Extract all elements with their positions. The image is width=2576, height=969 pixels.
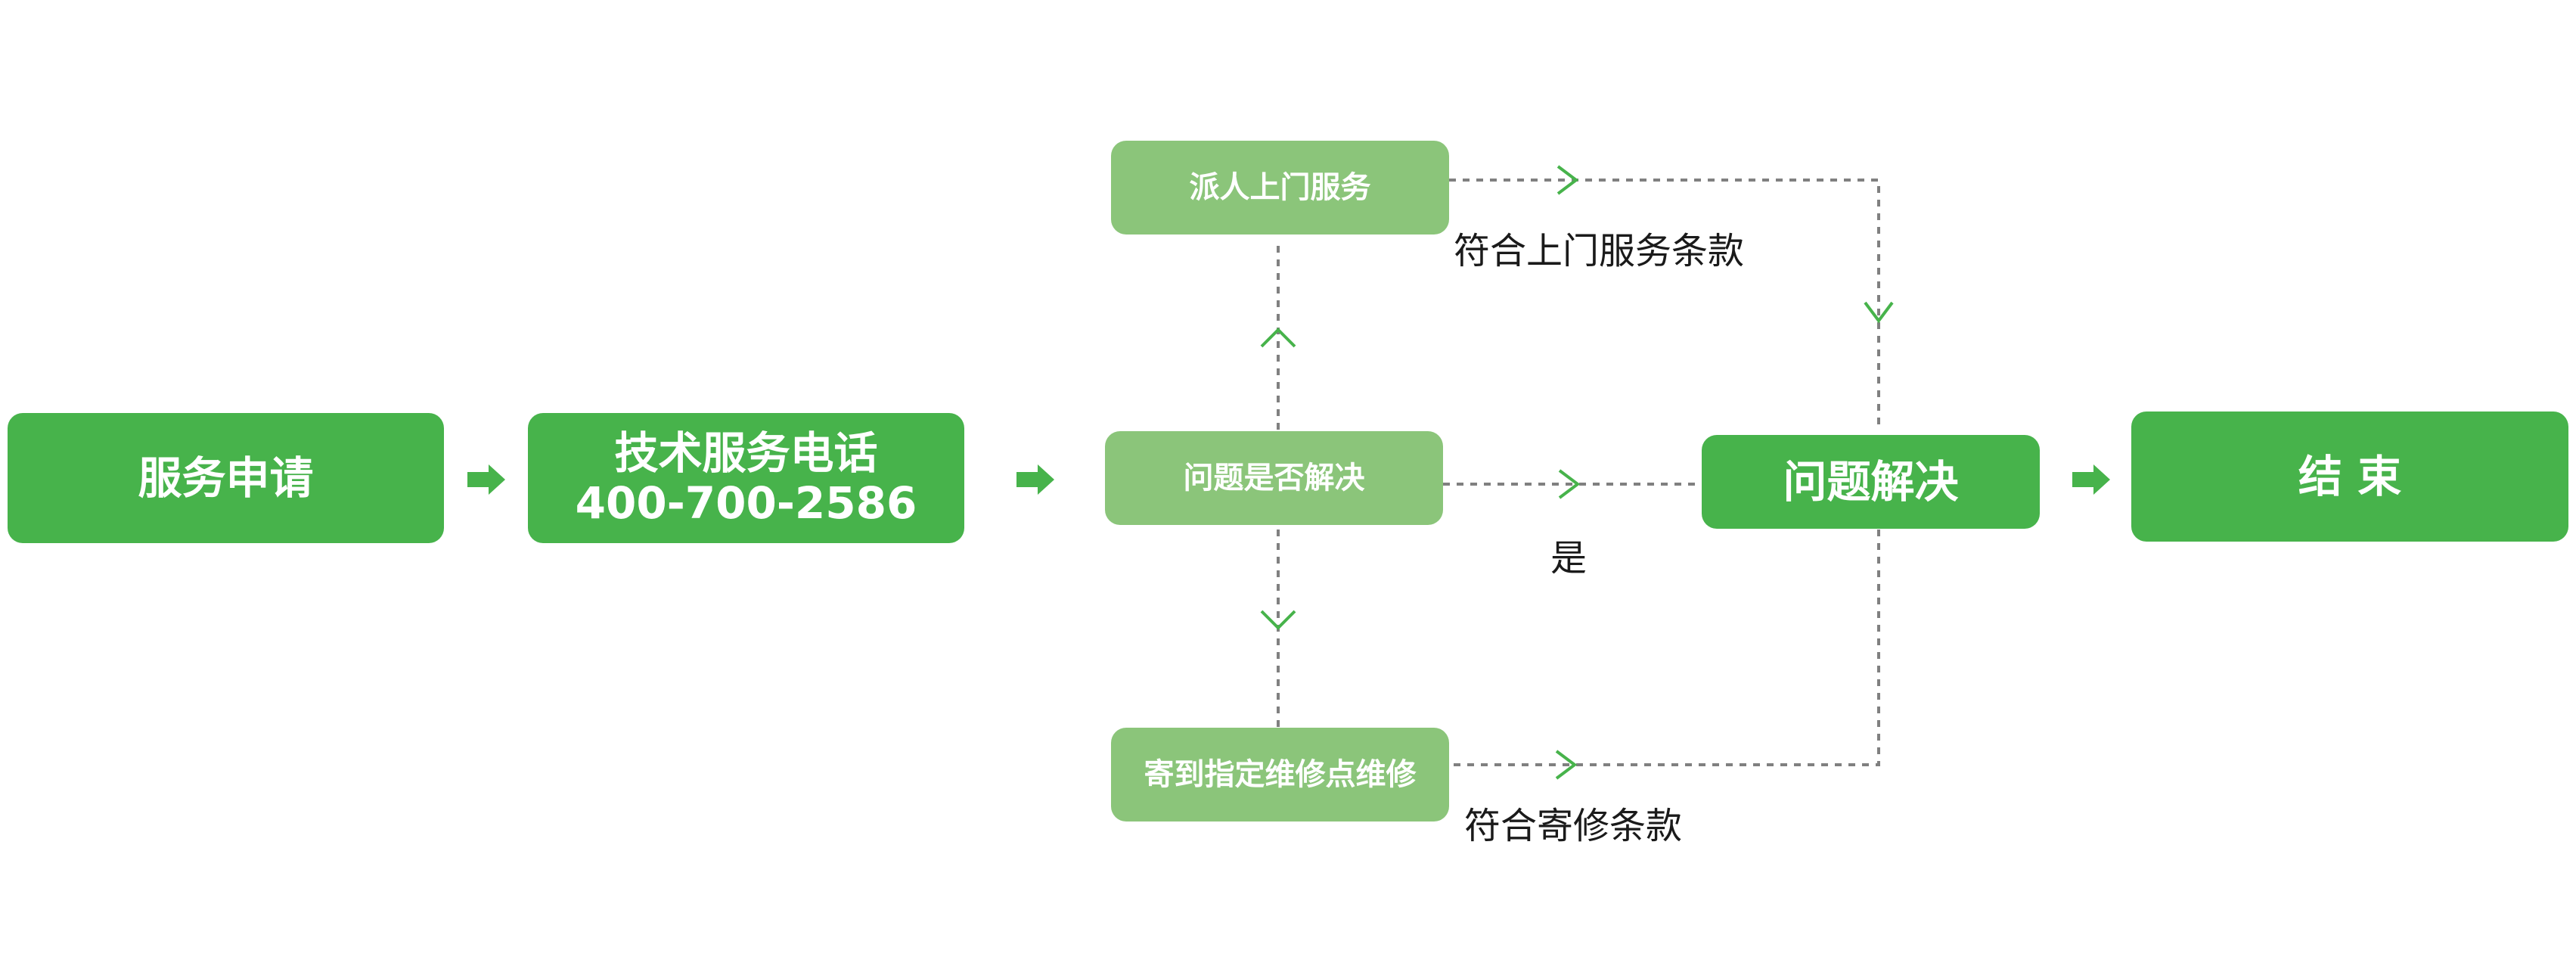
edge-onsite-to-solved bbox=[1449, 179, 1880, 431]
arrow-right-icon bbox=[1556, 165, 1579, 195]
edge-mail-to-solved bbox=[1454, 528, 1880, 766]
node-onsite-service-label: 派人上门服务 bbox=[1189, 170, 1371, 205]
arrow-right-icon bbox=[1558, 469, 1581, 499]
block-arrow-right-icon bbox=[467, 464, 505, 495]
arrow-right-icon bbox=[1555, 750, 1578, 780]
node-tech-service-phone-label: 技术服务电话 bbox=[614, 427, 878, 479]
node-service-request: 服务申请 bbox=[8, 413, 444, 543]
node-onsite-service: 派人上门服务 bbox=[1111, 141, 1449, 234]
node-mail-repair-label: 寄到指定维修点维修 bbox=[1144, 757, 1417, 792]
arrow-down-icon bbox=[1864, 301, 1894, 324]
edge-label-mail-terms: 符合寄修条款 bbox=[1464, 805, 1683, 847]
node-end-label: 结 束 bbox=[2298, 451, 2402, 502]
phone-number: 400-700-2586 bbox=[575, 477, 917, 529]
node-service-request-label: 服务申请 bbox=[138, 452, 314, 504]
node-tech-service-phone: 技术服务电话 400-700-2586 bbox=[528, 413, 964, 543]
node-problem-solved: 问题解决 bbox=[1702, 435, 2040, 529]
node-end: 结 束 bbox=[2131, 412, 2568, 542]
node-problem-solved-label: 问题解决 bbox=[1783, 456, 1959, 508]
node-mail-repair: 寄到指定维修点维修 bbox=[1111, 728, 1449, 821]
block-arrow-right-icon bbox=[1016, 464, 1054, 495]
block-arrow-right-icon bbox=[2072, 464, 2110, 495]
arrow-up-icon bbox=[1260, 328, 1296, 348]
edge-label-onsite-terms: 符合上门服务条款 bbox=[1454, 230, 1745, 272]
node-problem-check: 问题是否解决 bbox=[1105, 431, 1443, 525]
arrow-down-icon bbox=[1260, 610, 1296, 630]
edge-label-yes: 是 bbox=[1550, 537, 1587, 579]
node-problem-check-label: 问题是否解决 bbox=[1183, 461, 1365, 495]
